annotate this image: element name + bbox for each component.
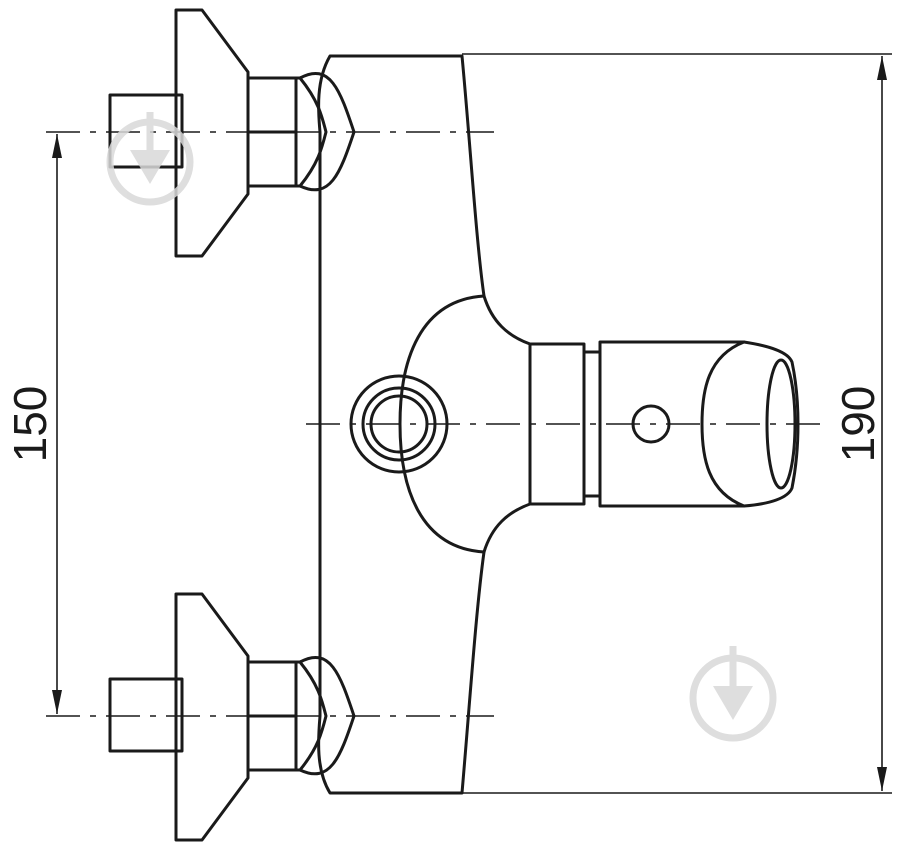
spout: [528, 340, 800, 508]
spout-aerator-hole: [631, 404, 671, 444]
diverter-knob-outer: [349, 374, 449, 474]
bottom-flange: [174, 592, 250, 842]
diverter-knob-inner: [369, 394, 429, 454]
inlet-spacing-dimension-label: 150: [4, 386, 56, 463]
height-dimension-label: 190: [832, 386, 884, 463]
download-arrow-icon: [106, 112, 194, 206]
diverter-knob-ring: [361, 386, 437, 462]
bottom-pipe-stub: [108, 677, 184, 753]
diverter-plate: [398, 294, 486, 554]
spout-contour: [700, 340, 746, 508]
inlet-spacing-dimension: 150: [4, 134, 62, 714]
spout-outlet: [765, 358, 797, 490]
bottom-eccentric-connector: [108, 592, 356, 842]
spout-body: [598, 340, 800, 508]
top-flange: [174, 8, 250, 258]
height-dimension: 190: [832, 56, 887, 791]
download-arrow-icon: [689, 646, 777, 742]
